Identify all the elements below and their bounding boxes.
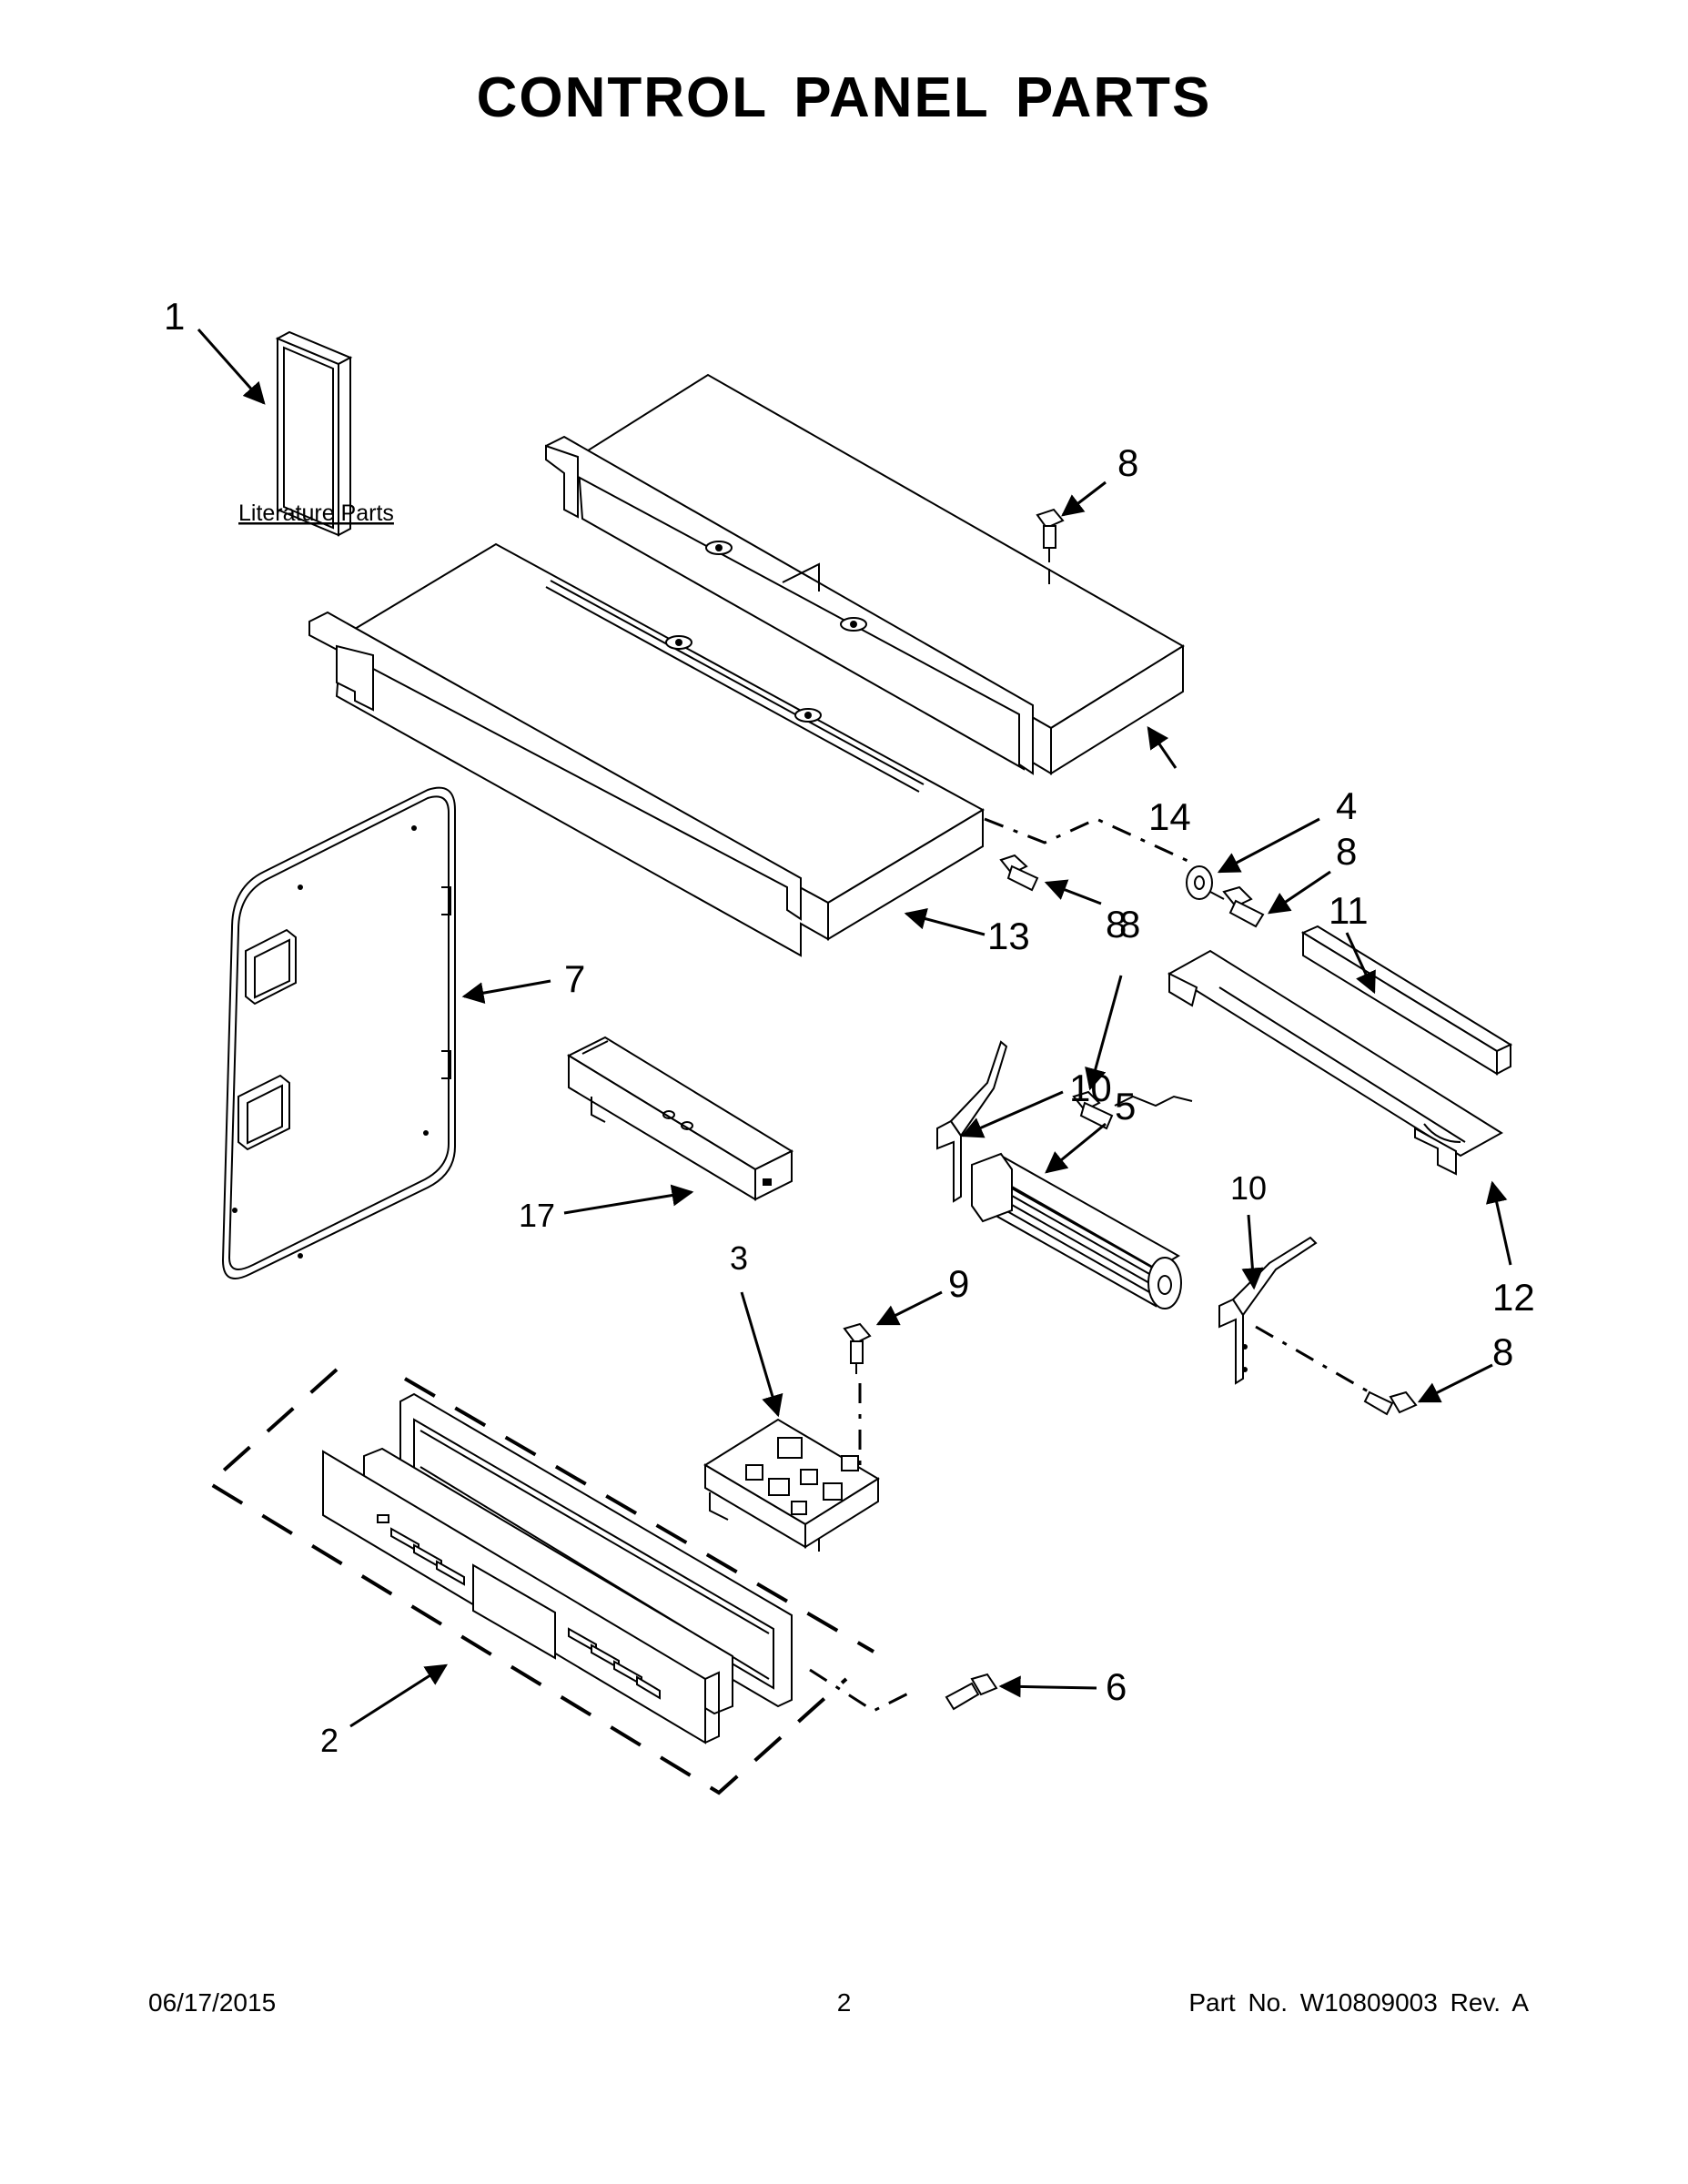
panel-holder-part	[566, 1036, 794, 1201]
callout-10-right: 10	[1230, 1169, 1267, 1207]
footer-page-number: 2	[836, 1988, 852, 2017]
cooling-fan-part	[971, 1152, 1182, 1309]
callout-5: 5	[1115, 1085, 1136, 1127]
callout-14: 14	[1148, 795, 1191, 838]
callout-3: 3	[730, 1239, 748, 1277]
screw-middle-left-part	[999, 854, 1039, 892]
lower-mounting-tray-part	[308, 542, 986, 957]
callout-8-middle-left: 8	[1106, 903, 1127, 945]
callout-7: 7	[564, 957, 585, 1000]
footer-date: 06/17/2015	[148, 1988, 277, 2017]
callout-8-top: 8	[1117, 441, 1138, 484]
screw-9-part	[843, 1322, 872, 1374]
callout-8-lower-right: 8	[1492, 1330, 1513, 1373]
callout-1: 1	[164, 295, 185, 338]
screw-6-part	[945, 1673, 998, 1711]
screw-bracket-part	[1072, 1090, 1193, 1130]
callout-10-left: 10	[1069, 1067, 1112, 1109]
callout-9: 9	[948, 1262, 969, 1305]
screw-lower-right-part	[1363, 1390, 1418, 1416]
control-panel-assembly-part	[206, 1368, 875, 1795]
callout-12: 12	[1492, 1276, 1535, 1319]
rear-cover-panel-part	[221, 786, 456, 1279]
page-title: CONTROL PANEL PARTS	[476, 66, 1212, 129]
callout-17: 17	[519, 1197, 555, 1234]
callout-4: 4	[1336, 784, 1357, 827]
foam-strip-part	[1300, 925, 1513, 1076]
control-board-part	[703, 1418, 880, 1552]
footer-part-number: Part No. W10809003 Rev. A	[1188, 1988, 1529, 2017]
literature-parts-label: Literature Parts	[238, 500, 394, 526]
screw-top-part	[1036, 508, 1065, 584]
washer-part	[1186, 865, 1213, 900]
callout-6: 6	[1106, 1665, 1127, 1708]
callout-2: 2	[320, 1722, 339, 1759]
callout-11: 11	[1329, 889, 1369, 932]
upper-mounting-tray-part	[545, 373, 1185, 775]
callout-8-middle-right: 8	[1336, 830, 1357, 873]
callout-13: 13	[987, 915, 1030, 957]
callout-8-bracket: 8	[1119, 903, 1140, 945]
retainer-clip-right-part	[1218, 1236, 1318, 1385]
mounting-bracket-part	[1167, 949, 1503, 1176]
screw-middle-right-part	[1209, 885, 1265, 928]
literature-booklet-part	[275, 330, 353, 537]
